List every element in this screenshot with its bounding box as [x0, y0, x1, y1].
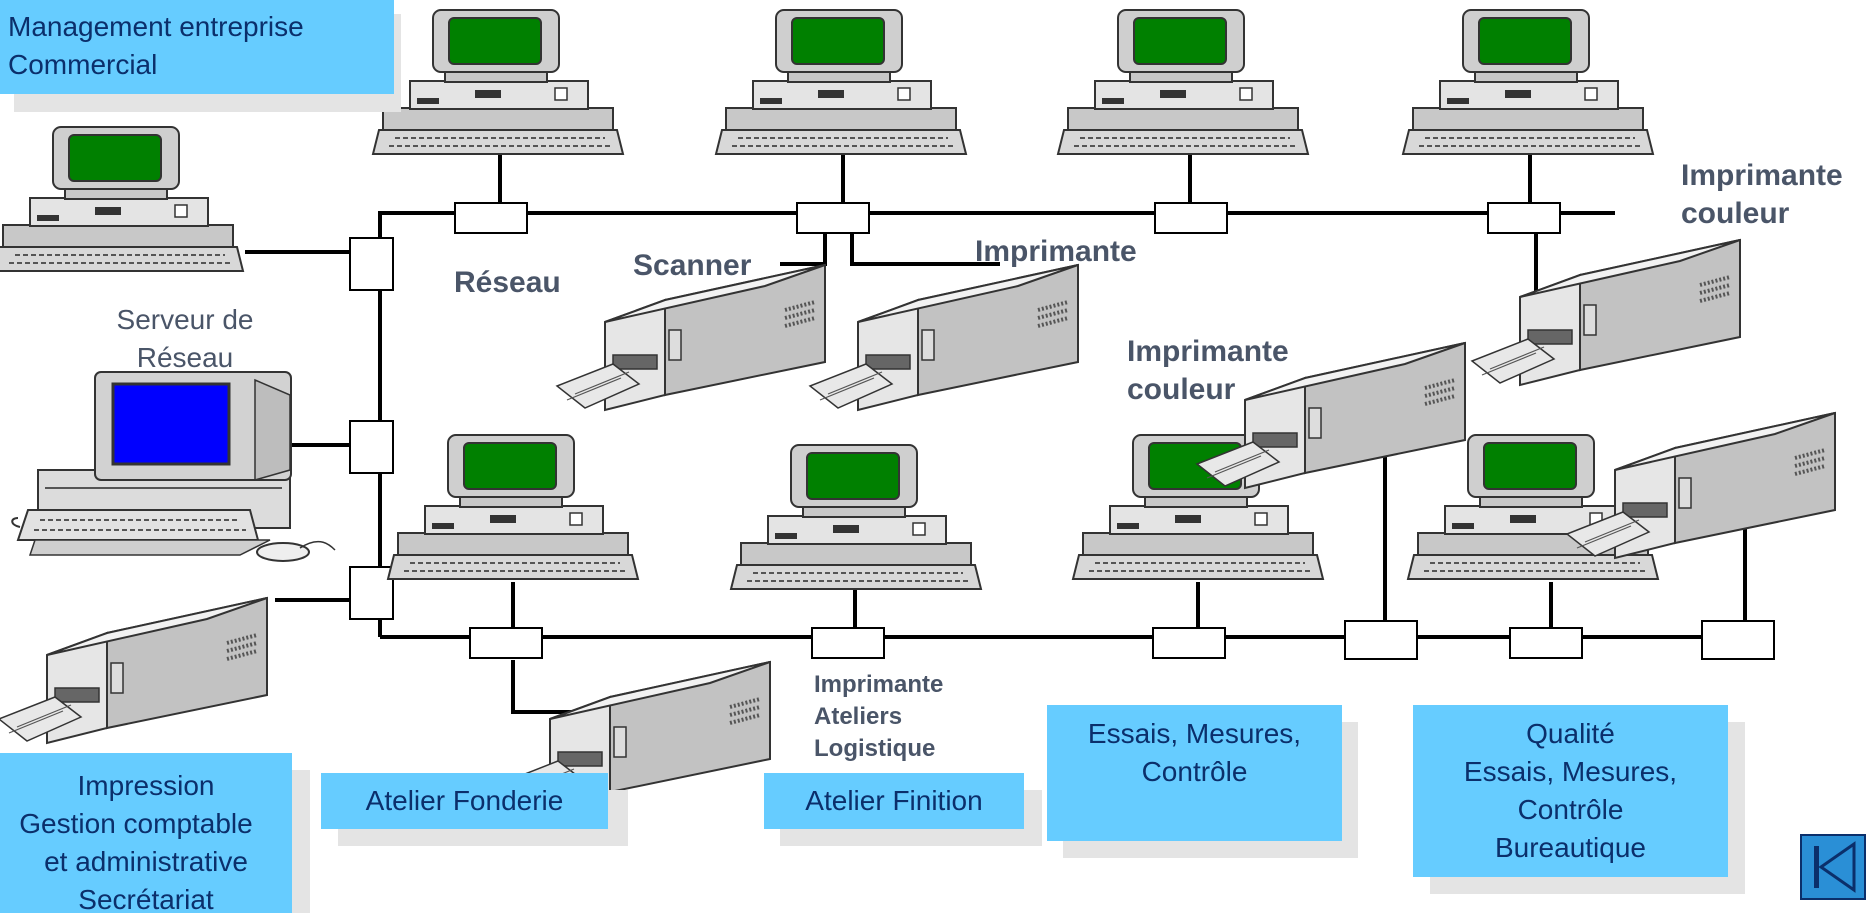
workstation-icon	[372, 9, 624, 155]
box-impression-line-2: Gestion comptable	[19, 808, 253, 839]
label-imprimante-ateliers-line-3: Logistique	[814, 735, 936, 762]
box-qualite-line-4: Bureautique	[1494, 832, 1646, 863]
box-qualite: Qualité Essais, Mesures, Contrôle Bureau…	[1413, 705, 1728, 877]
label-serveur: Serveur de Réseau	[95, 301, 275, 377]
box-impression-line-1: Impression	[77, 770, 215, 801]
first-slide-icon	[1814, 841, 1856, 893]
box-essais-line-1: Essais, Mesures,	[1087, 718, 1302, 749]
label-imprimante-ateliers-line-2: Ateliers	[814, 703, 903, 730]
box-atelier-finition: Atelier Finition	[764, 773, 1024, 829]
label-reseau: Réseau	[454, 266, 561, 299]
box-qualite-line-1: Qualité	[1526, 718, 1615, 749]
box-management: Management entreprise Commercial	[0, 0, 394, 94]
workstation-icon	[715, 9, 967, 155]
workstation-icon	[730, 444, 982, 590]
label-imprimante-couleur-mid: Imprimante couleur	[1127, 333, 1289, 409]
printer-icon	[555, 263, 827, 412]
label-serveur-line-1: Serveur de	[116, 304, 254, 335]
label-imprimante-ateliers: Imprimante Ateliers Logistique	[814, 669, 943, 765]
label-imprimante-couleur-right: Imprimante couleur	[1681, 157, 1843, 233]
box-atelier-fonderie: Atelier Fonderie	[321, 773, 608, 829]
printer-icon	[808, 263, 1080, 412]
label-scanner: Scanner	[633, 249, 752, 282]
printer-icon	[0, 596, 269, 745]
box-impression: Impression Gestion comptable et administ…	[0, 753, 292, 915]
box-atelier-fonderie-text: Atelier Fonderie	[365, 785, 564, 816]
workstation-icon	[1402, 9, 1654, 155]
box-management-line-1: Management entreprise	[8, 11, 304, 42]
network-nodes	[349, 202, 1775, 660]
label-imprimante-couleur-mid-line-2: couleur	[1127, 373, 1236, 406]
box-essais-line-2: Contrôle	[1141, 756, 1248, 787]
box-impression-line-4: Secrétariat	[78, 884, 214, 915]
server-computer-icon	[11, 371, 336, 562]
workstation-icon	[0, 126, 244, 272]
box-essais: Essais, Mesures, Contrôle	[1047, 705, 1342, 841]
box-qualite-line-2: Essais, Mesures,	[1463, 756, 1678, 787]
label-imprimante-ateliers-line-1: Imprimante	[814, 671, 944, 698]
printer-icon	[1565, 411, 1837, 560]
box-qualite-line-3: Contrôle	[1517, 794, 1624, 825]
workstation-icon	[1057, 9, 1309, 155]
label-imprimante: Imprimante	[975, 235, 1137, 268]
label-imprimante-couleur-mid-line-1: Imprimante	[1127, 335, 1289, 368]
label-imprimante-couleur-right-line-2: couleur	[1681, 197, 1790, 230]
label-serveur-line-2: Réseau	[136, 342, 234, 373]
workstation-icon	[387, 434, 639, 580]
printer-icon	[1470, 238, 1742, 387]
box-impression-line-3: et administrative	[44, 846, 248, 877]
box-management-line-2: Commercial	[8, 49, 158, 80]
box-atelier-finition-text: Atelier Finition	[805, 785, 983, 816]
first-slide-button[interactable]	[1800, 834, 1866, 900]
label-imprimante-couleur-right-line-1: Imprimante	[1681, 159, 1843, 192]
